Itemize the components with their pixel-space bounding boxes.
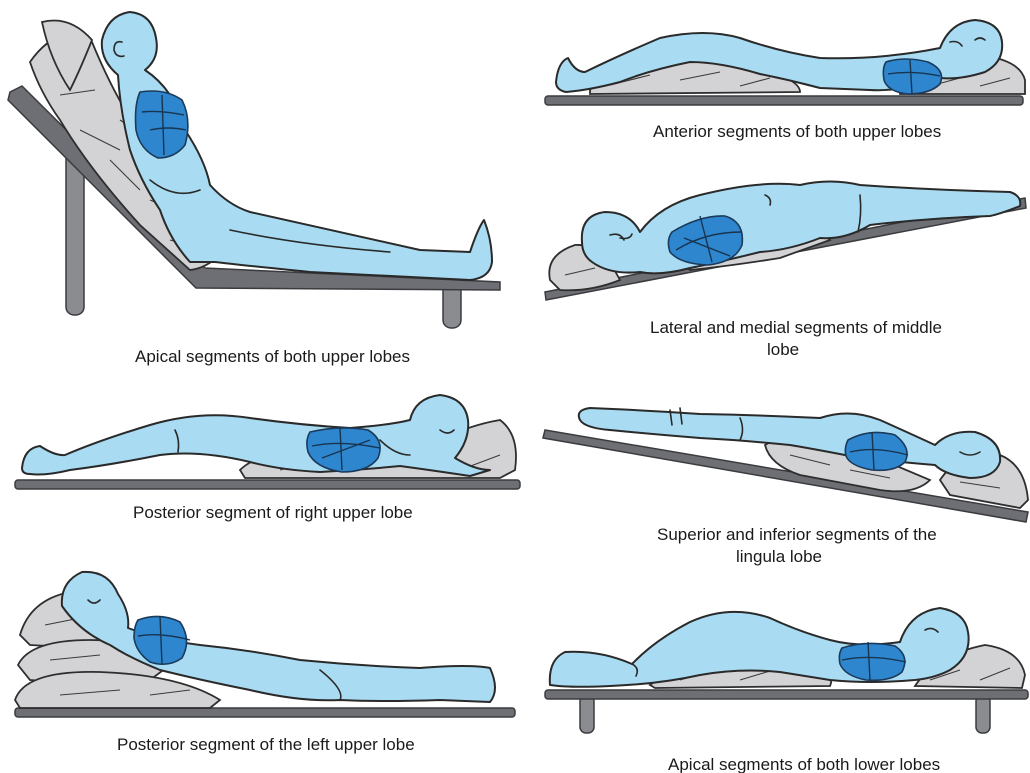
lung-highlight	[839, 642, 906, 680]
caption-middle-lobe-line1: Lateral and medial segments of middle	[650, 318, 942, 337]
caption-posterior-left-upper: Posterior segment of the left upper lobe	[117, 735, 415, 754]
patient-body	[22, 395, 490, 476]
caption-anterior-upper: Anterior segments of both upper lobes	[653, 122, 941, 141]
panel-apical-upper-lobes	[8, 12, 500, 328]
flat-board	[545, 690, 1028, 699]
panel-apical-lower-lobes	[545, 608, 1028, 733]
bed-leg	[976, 695, 990, 733]
lung-highlight	[883, 59, 941, 94]
lung-highlight	[845, 432, 908, 470]
caption-lingula-line2: lingula lobe	[736, 547, 822, 566]
caption-posterior-right-upper: Posterior segment of right upper lobe	[133, 503, 413, 522]
patient-body	[582, 182, 1020, 274]
caption-lingula-line1: Superior and inferior segments of the	[657, 525, 937, 544]
bed-leg	[66, 150, 84, 315]
caption-apical-lower: Apical segments of both lower lobes	[668, 755, 940, 773]
caption-middle-lobe-line2: lobe	[767, 340, 799, 359]
bed-leg	[580, 695, 594, 733]
panel-posterior-right-upper	[15, 395, 520, 489]
flat-board	[545, 96, 1023, 105]
panel-lingula	[543, 408, 1028, 522]
flat-board	[15, 708, 515, 717]
lung-highlight	[136, 91, 188, 158]
flat-board	[15, 480, 520, 489]
panel-posterior-left-upper	[15, 572, 515, 717]
caption-apical-upper: Apical segments of both upper lobes	[135, 347, 410, 366]
panel-anterior-upper-lobes	[545, 20, 1025, 105]
panel-middle-lobe	[545, 182, 1026, 301]
